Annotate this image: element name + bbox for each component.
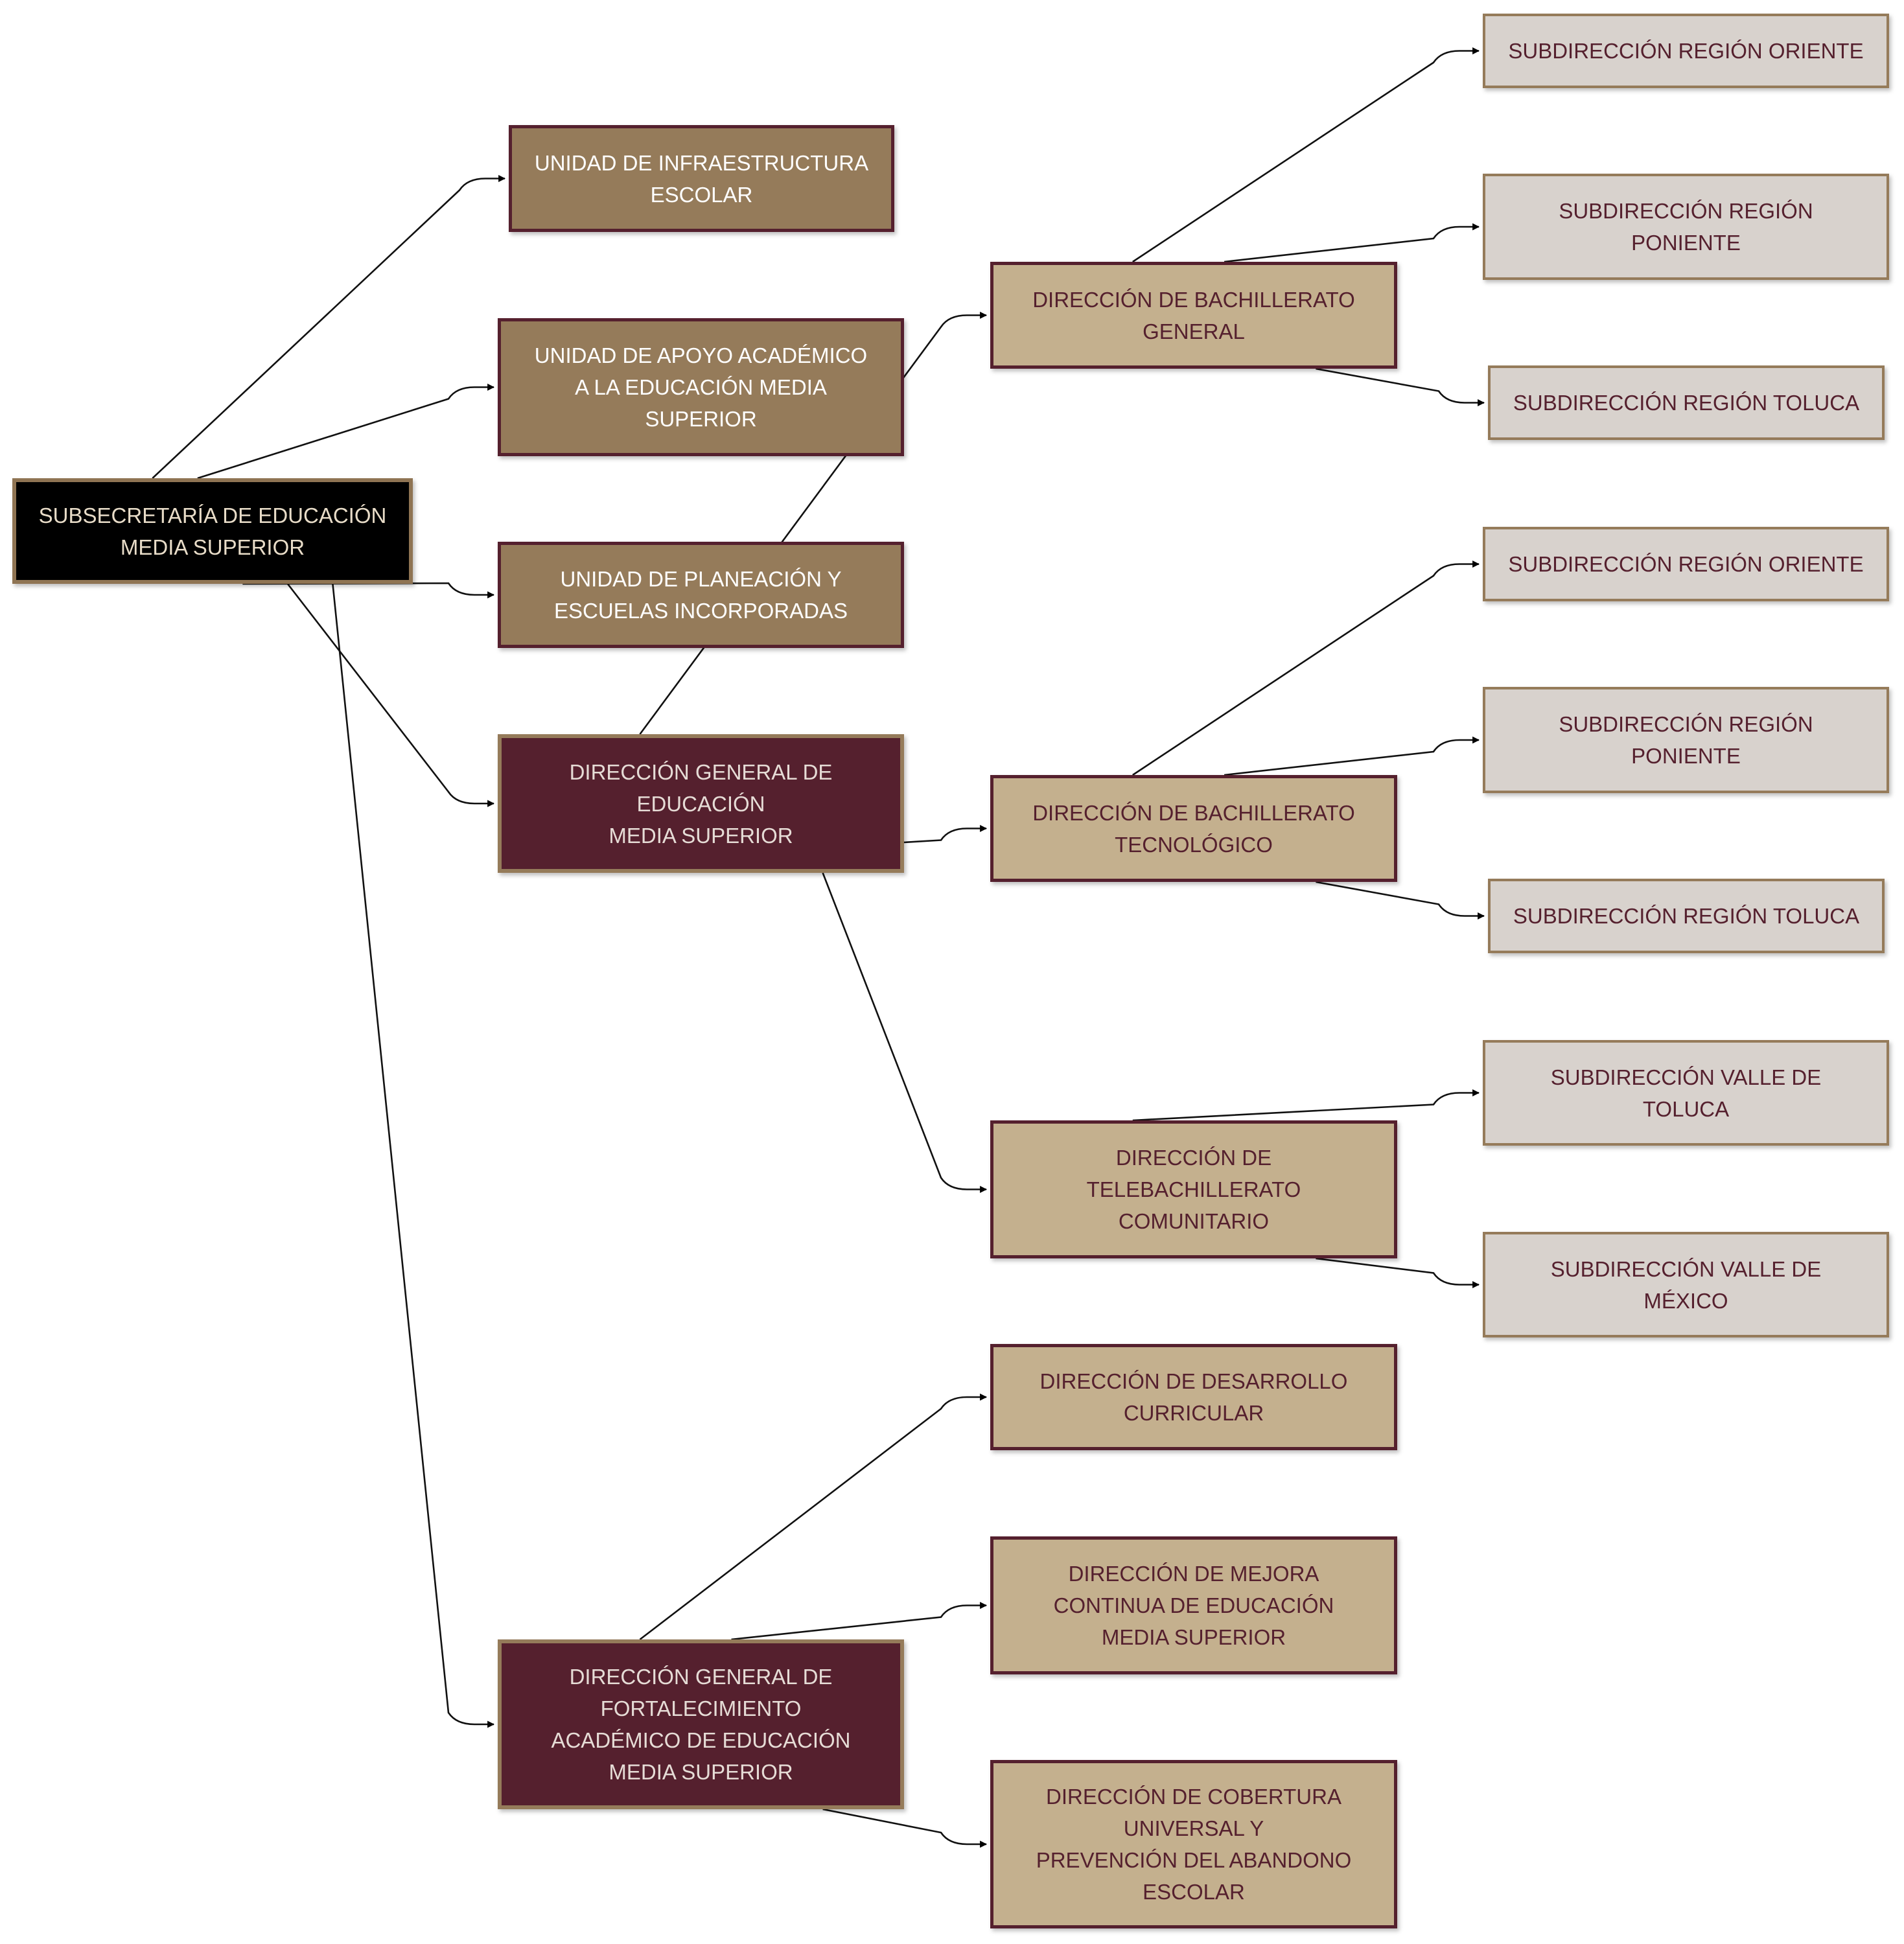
node-dir-mejora-continua: DIRECCIÓN DE MEJORA CONTINUA DE EDUCACIÓ… bbox=[990, 1536, 1397, 1674]
node-dg-fortalecimiento-academico: DIRECCIÓN GENERAL DE FORTALECIMIENTO ACA… bbox=[498, 1639, 904, 1809]
edge-dir_telebach-to-sub_valle_mexico bbox=[1316, 1257, 1480, 1288]
node-sub-region-oriente-general: SUBDIRECCIÓN REGIÓN ORIENTE bbox=[1483, 14, 1889, 88]
edge-subsecretaria-to-unidad_apoyo bbox=[197, 384, 495, 480]
edge-dir_bach_tecnologico-to-sub_oriente_2 bbox=[1132, 561, 1480, 776]
node-dg-educacion-media-superior: DIRECCIÓN GENERAL DE EDUCACIÓN MEDIA SUP… bbox=[498, 734, 904, 873]
connector-lines bbox=[152, 47, 1485, 1848]
edge-dir_bach_general-to-sub_poniente_1 bbox=[1224, 223, 1480, 263]
node-subsecretaria: SUBSECRETARÍA DE EDUCACIÓN MEDIA SUPERIO… bbox=[12, 478, 413, 584]
node-sub-region-poniente-tecnologico: SUBDIRECCIÓN REGIÓN PONIENTE bbox=[1483, 687, 1889, 793]
edge-dg_fortalecimiento-to-dir_cobertura bbox=[822, 1808, 988, 1848]
node-sub-region-toluca-tecnologico: SUBDIRECCIÓN REGIÓN TOLUCA bbox=[1488, 879, 1885, 953]
node-dir-cobertura-universal: DIRECCIÓN DE COBERTURA UNIVERSAL Y PREVE… bbox=[990, 1760, 1397, 1928]
node-sub-valle-de-toluca: SUBDIRECCIÓN VALLE DE TOLUCA bbox=[1483, 1040, 1889, 1146]
edge-dg_educacion-to-dir_bach_tecnologico bbox=[903, 825, 988, 844]
edge-dir_bach_tecnologico-to-sub_poniente_2 bbox=[1224, 736, 1480, 776]
edge-dir_bach_general-to-sub_toluca_1 bbox=[1316, 367, 1485, 406]
edge-subsecretaria-to-unidad_infraestructura bbox=[152, 175, 506, 479]
edge-subsecretaria-to-dg_educacion bbox=[286, 583, 495, 807]
edge-dir_bach_tecnologico-to-sub_toluca_2 bbox=[1316, 881, 1485, 920]
node-dir-desarrollo-curricular: DIRECCIÓN DE DESARROLLO CURRICULAR bbox=[990, 1344, 1397, 1450]
node-sub-region-oriente-tecnologico: SUBDIRECCIÓN REGIÓN ORIENTE bbox=[1483, 527, 1889, 601]
edge-dg_educacion-to-dir_telebach bbox=[822, 872, 988, 1193]
edge-dg_fortalecimiento-to-dir_desarrollo bbox=[639, 1393, 988, 1641]
edge-dir_telebach-to-sub_valle_toluca bbox=[1132, 1089, 1480, 1122]
node-unidad-infraestructura: UNIDAD DE INFRAESTRUCTURA ESCOLAR bbox=[509, 125, 894, 232]
node-dir-bachillerato-general: DIRECCIÓN DE BACHILLERATO GENERAL bbox=[990, 262, 1397, 369]
edge-subsecretaria-to-dg_fortalecimiento bbox=[332, 583, 495, 1728]
edge-dg_educacion-to-dir_bach_general bbox=[639, 312, 988, 735]
node-sub-region-poniente-general: SUBDIRECCIÓN REGIÓN PONIENTE bbox=[1483, 174, 1889, 280]
edge-dg_fortalecimiento-to-dir_mejora bbox=[731, 1602, 988, 1641]
node-dir-telebachillerato: DIRECCIÓN DE TELEBACHILLERATO COMUNITARI… bbox=[990, 1120, 1397, 1258]
edge-dir_bach_general-to-sub_oriente_1 bbox=[1132, 47, 1480, 263]
edge-subsecretaria-to-unidad_planeacion bbox=[242, 582, 495, 599]
node-unidad-planeacion: UNIDAD DE PLANEACIÓN Y ESCUELAS INCORPOR… bbox=[498, 542, 904, 648]
node-unidad-apoyo-academico: UNIDAD DE APOYO ACADÉMICO A LA EDUCACIÓN… bbox=[498, 318, 904, 456]
node-sub-valle-de-mexico: SUBDIRECCIÓN VALLE DE MÉXICO bbox=[1483, 1232, 1889, 1337]
node-dir-bachillerato-tecnologico: DIRECCIÓN DE BACHILLERATO TECNOLÓGICO bbox=[990, 775, 1397, 882]
node-sub-region-toluca-general: SUBDIRECCIÓN REGIÓN TOLUCA bbox=[1488, 365, 1885, 440]
